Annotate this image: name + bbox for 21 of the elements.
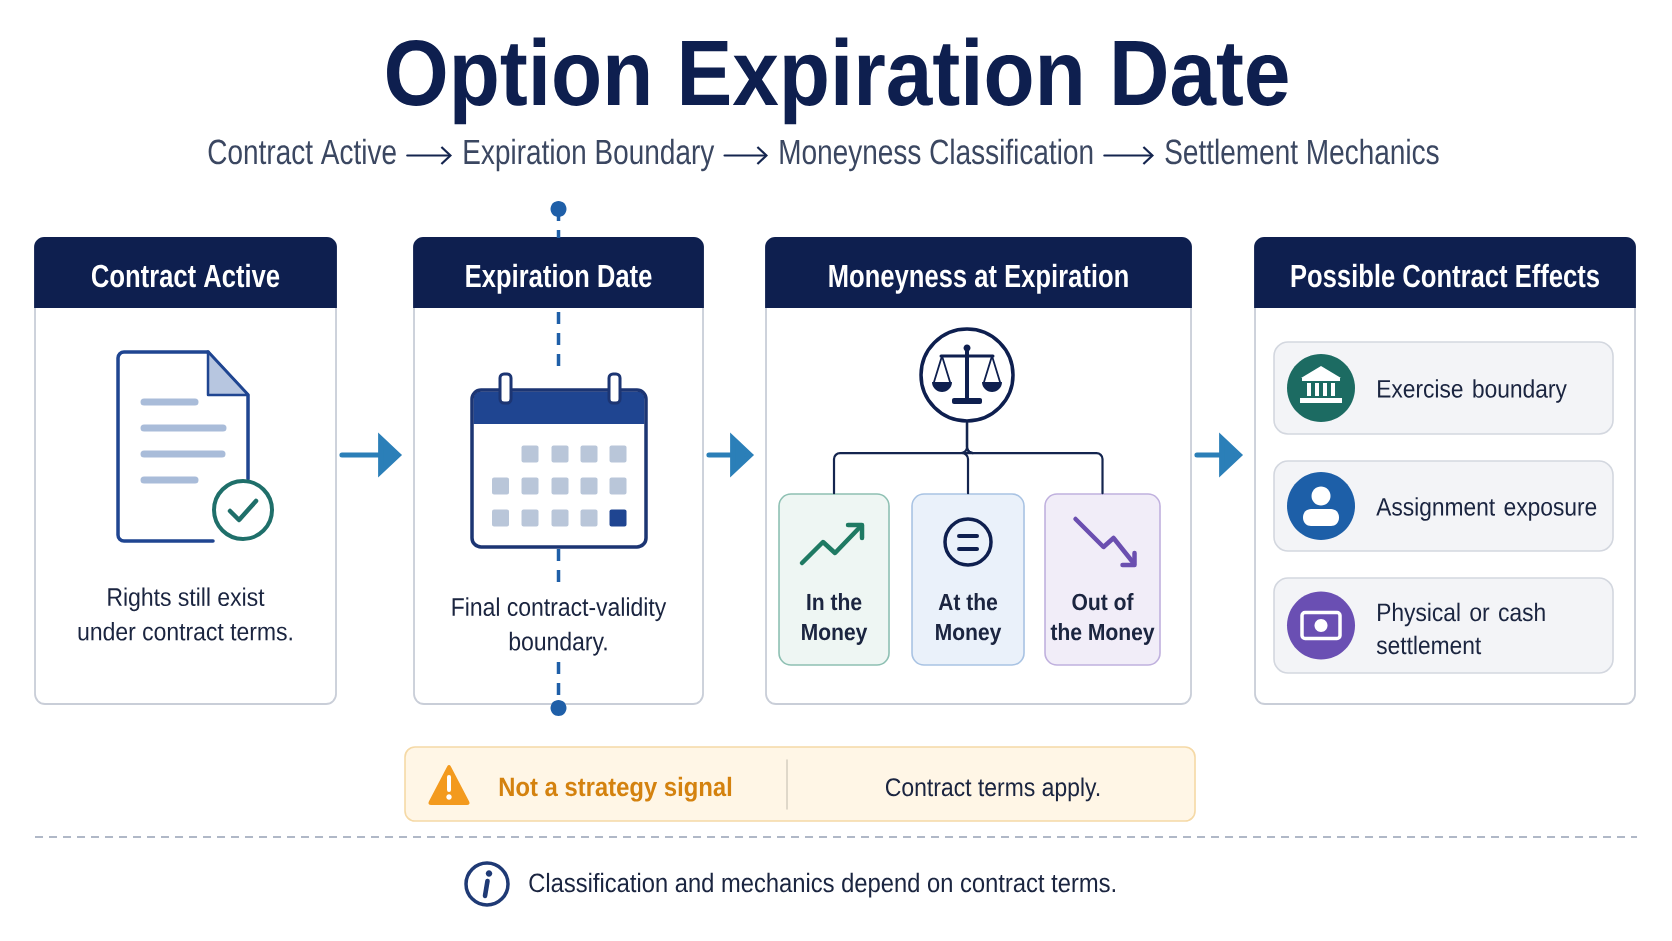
arrow (1103, 146, 1154, 165)
category-box: Out of the Money (1044, 493, 1161, 666)
arrow (406, 146, 452, 165)
step-label: Settlement Mechanics (1165, 138, 1439, 165)
note-text: Classification and mechanics depend on contract terms. (529, 872, 1115, 898)
step-label: Contract Active (208, 138, 396, 165)
step-label: Expiration Boundary (464, 138, 715, 172)
body-text: Final contract-validity boundary. (452, 597, 667, 656)
header-band: Contract Active (34, 237, 337, 308)
connector-line (965, 421, 1104, 495)
notice-bar: Not a strategy signal Contract terms apply. (404, 746, 1196, 822)
header-band: Expiration Date (413, 237, 704, 308)
category-box: At the Money (911, 493, 1025, 666)
title: Option Expiration Date (387, 37, 1288, 125)
header-band: Moneyness at Expiration (765, 237, 1192, 308)
category-box: In the Money (778, 493, 890, 666)
step-label: Moneyness Classification (780, 138, 1093, 172)
arrow (723, 146, 768, 165)
body-text: Rights still exist under contract terms. (78, 587, 292, 641)
header-band: Possible Contract Effects (1254, 237, 1636, 308)
scale-icon (919, 327, 1015, 423)
